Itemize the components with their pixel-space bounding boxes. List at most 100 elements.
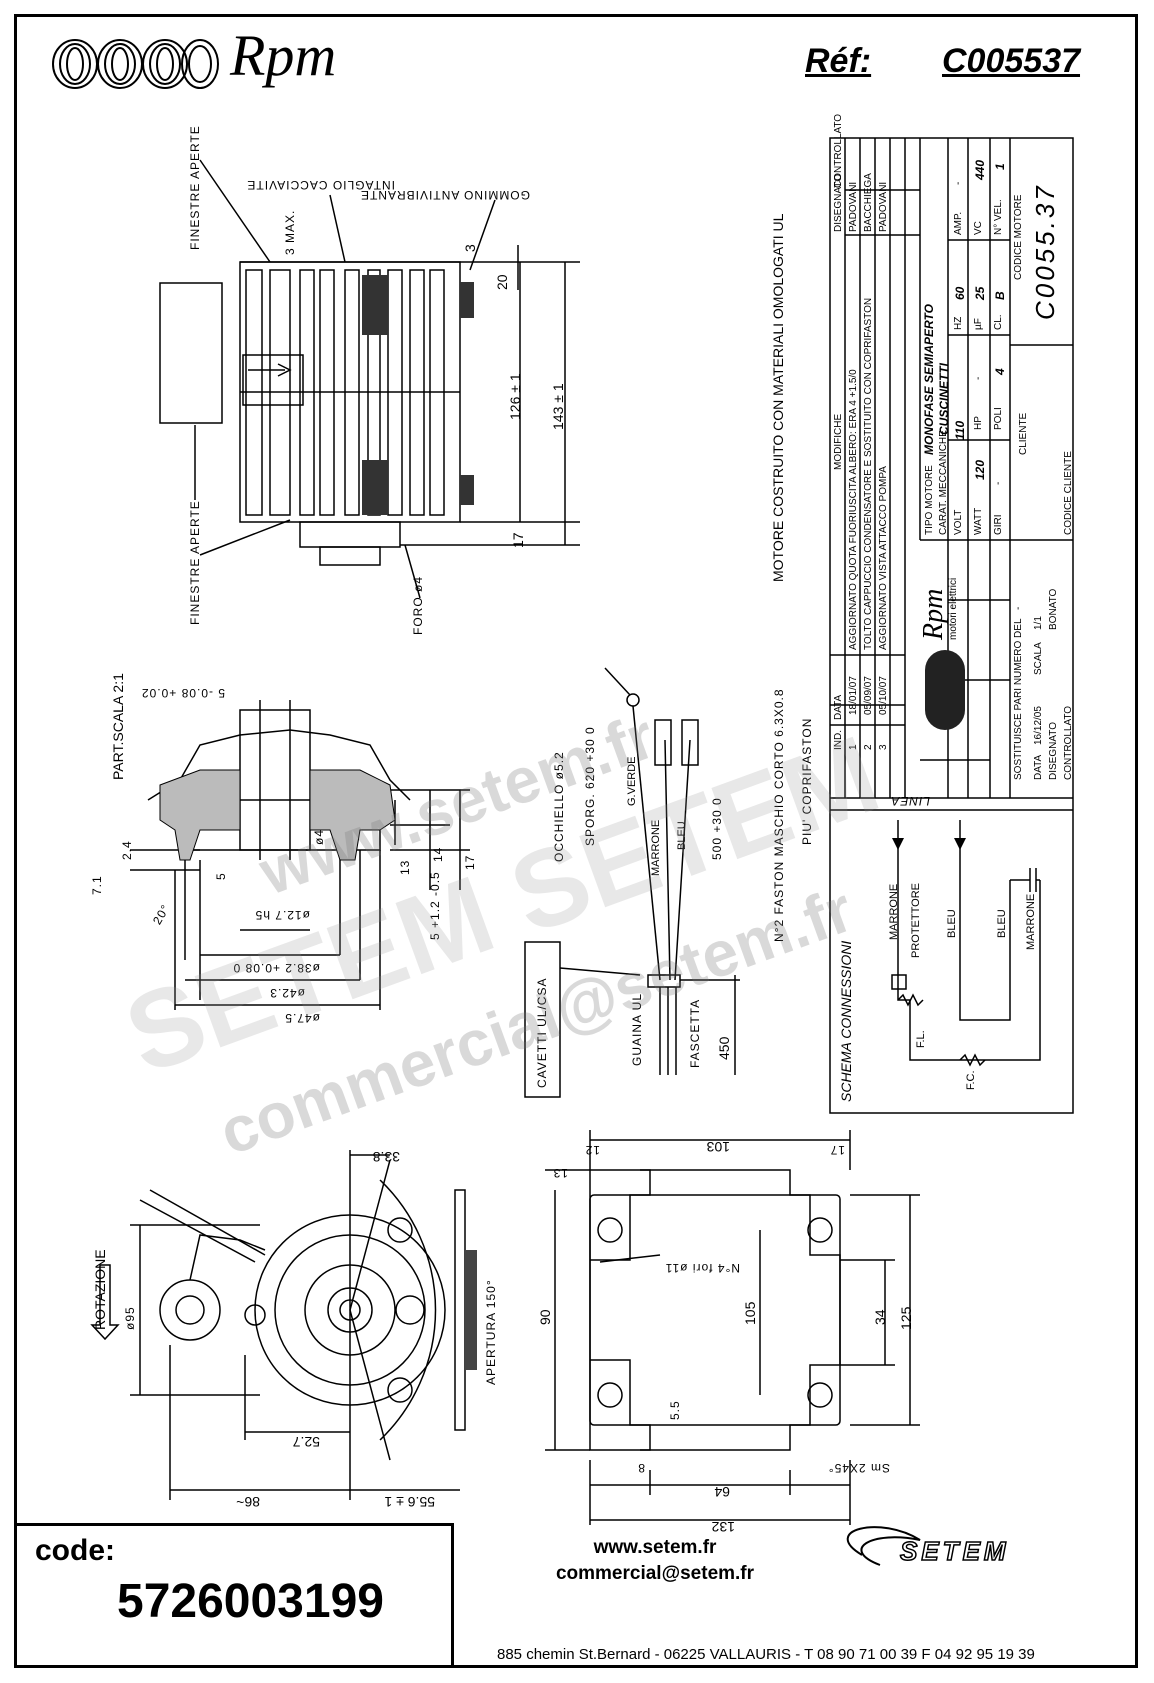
part-dim-0: 5 -0.08 +0.02 bbox=[140, 686, 225, 700]
dim-52-7: 52.7 bbox=[292, 1434, 320, 1450]
label-foro: FORO ø4 bbox=[411, 575, 425, 635]
watt: 120 bbox=[973, 459, 987, 480]
label-max: 3 MAX. bbox=[283, 209, 297, 255]
rev-3-ind: 3 bbox=[878, 744, 889, 750]
dim-13: 13 bbox=[552, 1166, 568, 1180]
label-apertura: APERTURA 150° bbox=[484, 1279, 498, 1385]
schema-bleu-1: BLEU bbox=[946, 909, 958, 938]
dim-34: 34 bbox=[872, 1309, 888, 1325]
label-finestre-top: FINESTRE APERTE bbox=[188, 125, 202, 250]
carat: CUSCINETTI bbox=[937, 363, 951, 435]
scala-label: SCALA bbox=[1033, 642, 1044, 675]
hz: 60 bbox=[953, 286, 967, 300]
part-dim-1: 2.4 bbox=[120, 840, 134, 860]
dim-55-6: 55.6 ± 1 bbox=[384, 1494, 436, 1510]
scala-value: 1/1 bbox=[1033, 616, 1044, 630]
rev-3-by: PADOVANI bbox=[878, 181, 889, 232]
dim-126: 126 ± 1 bbox=[507, 373, 523, 420]
rpm-coil-icon bbox=[52, 39, 219, 89]
dim-95: ø95 bbox=[123, 1306, 137, 1330]
sostituisce-label: SOSTITUISCE PARI NUMERO DEL bbox=[1013, 618, 1024, 780]
code-box: code: 5726003199 bbox=[14, 1523, 454, 1668]
codice-motore-label: CODICE MOTORE bbox=[1013, 194, 1024, 280]
dim-90: 90 bbox=[537, 1309, 553, 1325]
tipo-motore: MONOFASE SEMIAPERTO bbox=[922, 304, 936, 455]
footer-address: 885 chemin St.Bernard - 06225 VALLAURIS … bbox=[497, 1646, 1035, 1663]
col-modifiche: MODIFICHE bbox=[833, 413, 844, 470]
poli: 4 bbox=[993, 368, 1007, 375]
label-smusso: Sm 2X45° bbox=[827, 1461, 890, 1475]
cl: B bbox=[993, 291, 1007, 300]
footer-website[interactable]: www.setem.fr bbox=[593, 1537, 717, 1558]
dim-12: 12 bbox=[584, 1143, 600, 1157]
rev-1-modifiche: AGGIORNATO QUOTA FUORIUSCITA ALBERO: ERA… bbox=[848, 369, 859, 650]
schema-marrone: MARRONE bbox=[888, 883, 900, 940]
data-value: 16/12/05 bbox=[1033, 706, 1044, 745]
giri: - bbox=[993, 481, 1004, 485]
hz-label: HZ bbox=[953, 316, 964, 330]
label-finestre-bottom: FINESTRE APERTE bbox=[188, 500, 202, 625]
rev-3-data: 05/10/07 bbox=[878, 676, 889, 715]
data-label: DATA bbox=[1033, 754, 1044, 780]
part-dim-2: 7.1 bbox=[90, 875, 104, 895]
hp-label: HP bbox=[973, 416, 984, 430]
schema-fc: F.C. bbox=[965, 1070, 977, 1090]
tb-brand: Rpm bbox=[918, 588, 949, 640]
motore-ul-note: MOTORE COSTRUITO CON MATERIALI OMOLOGATI… bbox=[770, 213, 786, 582]
dim-132: 132 bbox=[711, 1519, 735, 1535]
dim-143: 143 ± 1 bbox=[550, 383, 566, 430]
dim-64: 64 bbox=[714, 1484, 730, 1500]
rotation-arrow-icon bbox=[90, 1264, 120, 1341]
vc: 440 bbox=[973, 159, 987, 180]
hp: - bbox=[973, 376, 984, 380]
dim-33-8: 33.8 bbox=[372, 1149, 400, 1165]
dim-17b: 17 bbox=[829, 1143, 845, 1157]
label-fori: N°4 fori ø11 bbox=[664, 1261, 740, 1275]
nvel: 1 bbox=[993, 163, 1007, 170]
giri-label: GIRI bbox=[993, 514, 1004, 535]
code-value: 5726003199 bbox=[117, 1575, 384, 1628]
label-gommino: GOMMINO ANTIVIBRANTE bbox=[359, 188, 530, 202]
volt: 110 bbox=[953, 420, 967, 440]
disegnato-value: BONATO bbox=[1048, 588, 1059, 630]
rev-2-modifiche: TOLTO CAPPUCCIO CONDENSATORE E SOSTITUIT… bbox=[863, 297, 874, 650]
uf: 25 bbox=[973, 286, 987, 300]
rev-1-data: 18/01/07 bbox=[848, 676, 859, 715]
amp: - bbox=[953, 181, 964, 185]
tb-brand-sub: motori elettrici bbox=[948, 577, 959, 640]
label-450: 450 bbox=[716, 1036, 732, 1060]
dim-125: 125 bbox=[898, 1306, 914, 1330]
watt-label: WATT bbox=[973, 507, 984, 535]
poli-label: POLI bbox=[993, 407, 1004, 430]
setem-swirl-icon bbox=[846, 1526, 921, 1566]
code-label: code: bbox=[35, 1534, 116, 1567]
dim-86: 86~ bbox=[236, 1494, 260, 1510]
volt-label: VOLT bbox=[953, 509, 964, 535]
disegnato-label: DISEGNATO bbox=[1048, 722, 1059, 780]
schema-linea: LINEA bbox=[890, 794, 930, 808]
footer-email[interactable]: commercial@setem.fr bbox=[555, 1563, 755, 1584]
carat-label: CARAT. MECCANICHE bbox=[938, 430, 949, 535]
part-detail-title: PART.SCALA 2:1 bbox=[110, 673, 126, 780]
brand-name: Rpm bbox=[230, 23, 337, 88]
codice-motore: C0055.37 bbox=[1030, 183, 1060, 320]
ref-value: C005537 bbox=[942, 42, 1081, 80]
label-fascetta: FASCETTA bbox=[688, 998, 702, 1068]
dim-20: 20 bbox=[494, 274, 510, 290]
schema-protettore: PROTETTORE bbox=[910, 883, 922, 958]
rev-2-data: 05/09/07 bbox=[863, 676, 874, 715]
schema-title: SCHEMA CONNESSIONI bbox=[838, 940, 854, 1102]
vc-label: VC bbox=[973, 221, 984, 235]
dim-8: 8 bbox=[637, 1461, 645, 1475]
dim-103: 103 bbox=[706, 1139, 730, 1155]
label-rotazione: ROTAZIONE bbox=[92, 1249, 108, 1330]
rev-3-modifiche: AGGIORNATO VISTA ATTACCO POMPA bbox=[878, 466, 889, 650]
dim-3: 3 bbox=[462, 244, 478, 252]
part-dim-4: 5 bbox=[214, 872, 228, 880]
dim-5-5: 5.5 bbox=[668, 1400, 682, 1420]
cl-label: CL. bbox=[993, 314, 1004, 330]
cliente-label: CLIENTE bbox=[1018, 412, 1029, 455]
col-controllato: CONTROLLATO bbox=[833, 113, 844, 188]
schema-fl: F.L. bbox=[915, 1030, 927, 1048]
setem-logo: SETEM bbox=[899, 1535, 1010, 1567]
